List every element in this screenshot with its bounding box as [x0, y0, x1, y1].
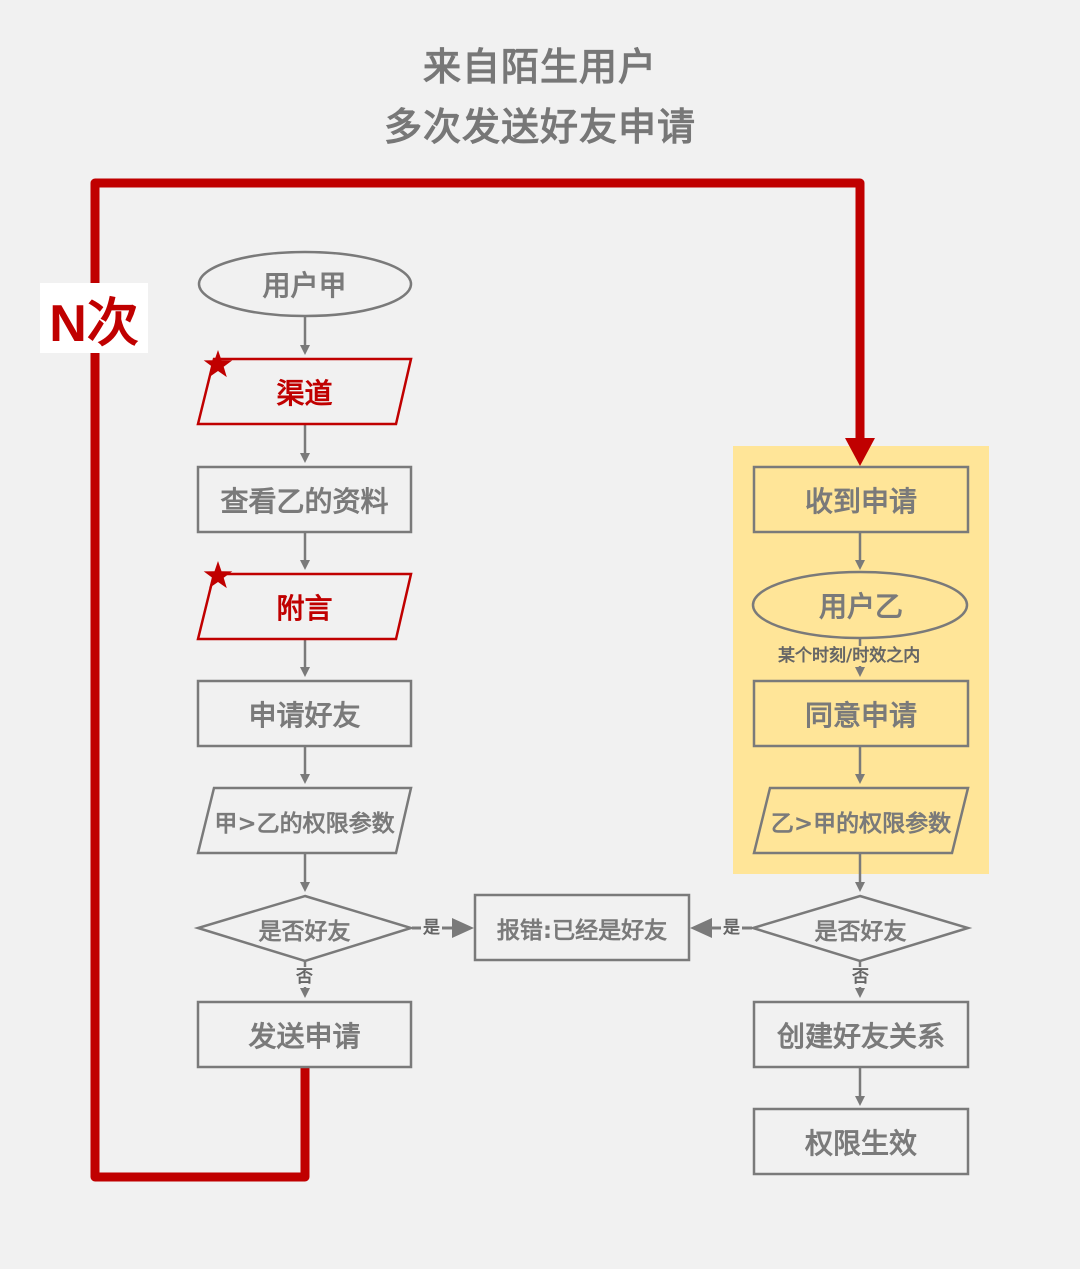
agree-node: [752, 679, 970, 748]
effective-node: [752, 1107, 970, 1176]
star-icon: [203, 350, 233, 378]
permission-node-a: [196, 786, 413, 855]
send-node: [196, 1000, 413, 1069]
error-node: [473, 893, 691, 962]
view-profile-node: [196, 465, 413, 534]
permission-b-label: 乙>甲的权限参数: [770, 810, 952, 837]
start-node-user-a: [197, 250, 413, 318]
request-node: [196, 679, 413, 748]
decision-node-right: [748, 894, 973, 963]
yes-label-left: 是: [421, 918, 442, 938]
agree-label: 同意申请: [804, 698, 917, 732]
start-label: 用户甲: [262, 269, 347, 302]
channel-label: 渠道: [276, 376, 333, 410]
yes-label-right: 是: [721, 918, 742, 938]
no-label-right: 否: [850, 967, 871, 987]
note-label: 附言: [276, 591, 333, 625]
receive-node: [752, 465, 970, 534]
error-label: 报错:已经是好友: [496, 917, 668, 944]
create-relation-node: [752, 1000, 970, 1069]
permission-node-b: [752, 786, 970, 855]
user-b-node: [751, 570, 969, 640]
permission-a-label: 甲>乙的权限参数: [214, 810, 395, 837]
channel-node: [196, 357, 413, 426]
loop-line: [90, 178, 865, 1182]
decision-right-label: 是否好友: [814, 918, 907, 945]
decision-node-left: [193, 894, 416, 963]
receive-label: 收到申请: [804, 484, 917, 518]
view-profile-label: 查看乙的资料: [220, 484, 389, 518]
loop-arrowhead: [845, 438, 875, 466]
time-note-label: 某个时刻/时效之内: [776, 646, 923, 666]
create-relation-label: 创建好友关系: [776, 1019, 945, 1053]
title-line-2: 多次发送好友申请: [383, 105, 696, 149]
send-label: 发送申请: [248, 1019, 361, 1053]
title-line-1: 来自陌生用户: [422, 45, 657, 89]
loop-count-label: N次: [40, 283, 148, 353]
effective-label: 权限生效: [804, 1126, 917, 1160]
star-icon: [203, 561, 233, 589]
request-label: 申请好友: [248, 698, 361, 732]
decision-left-label: 是否好友: [258, 918, 351, 945]
note-node: [196, 572, 413, 641]
user-b-label: 用户乙: [818, 590, 903, 623]
no-label-left: 否: [294, 967, 315, 987]
